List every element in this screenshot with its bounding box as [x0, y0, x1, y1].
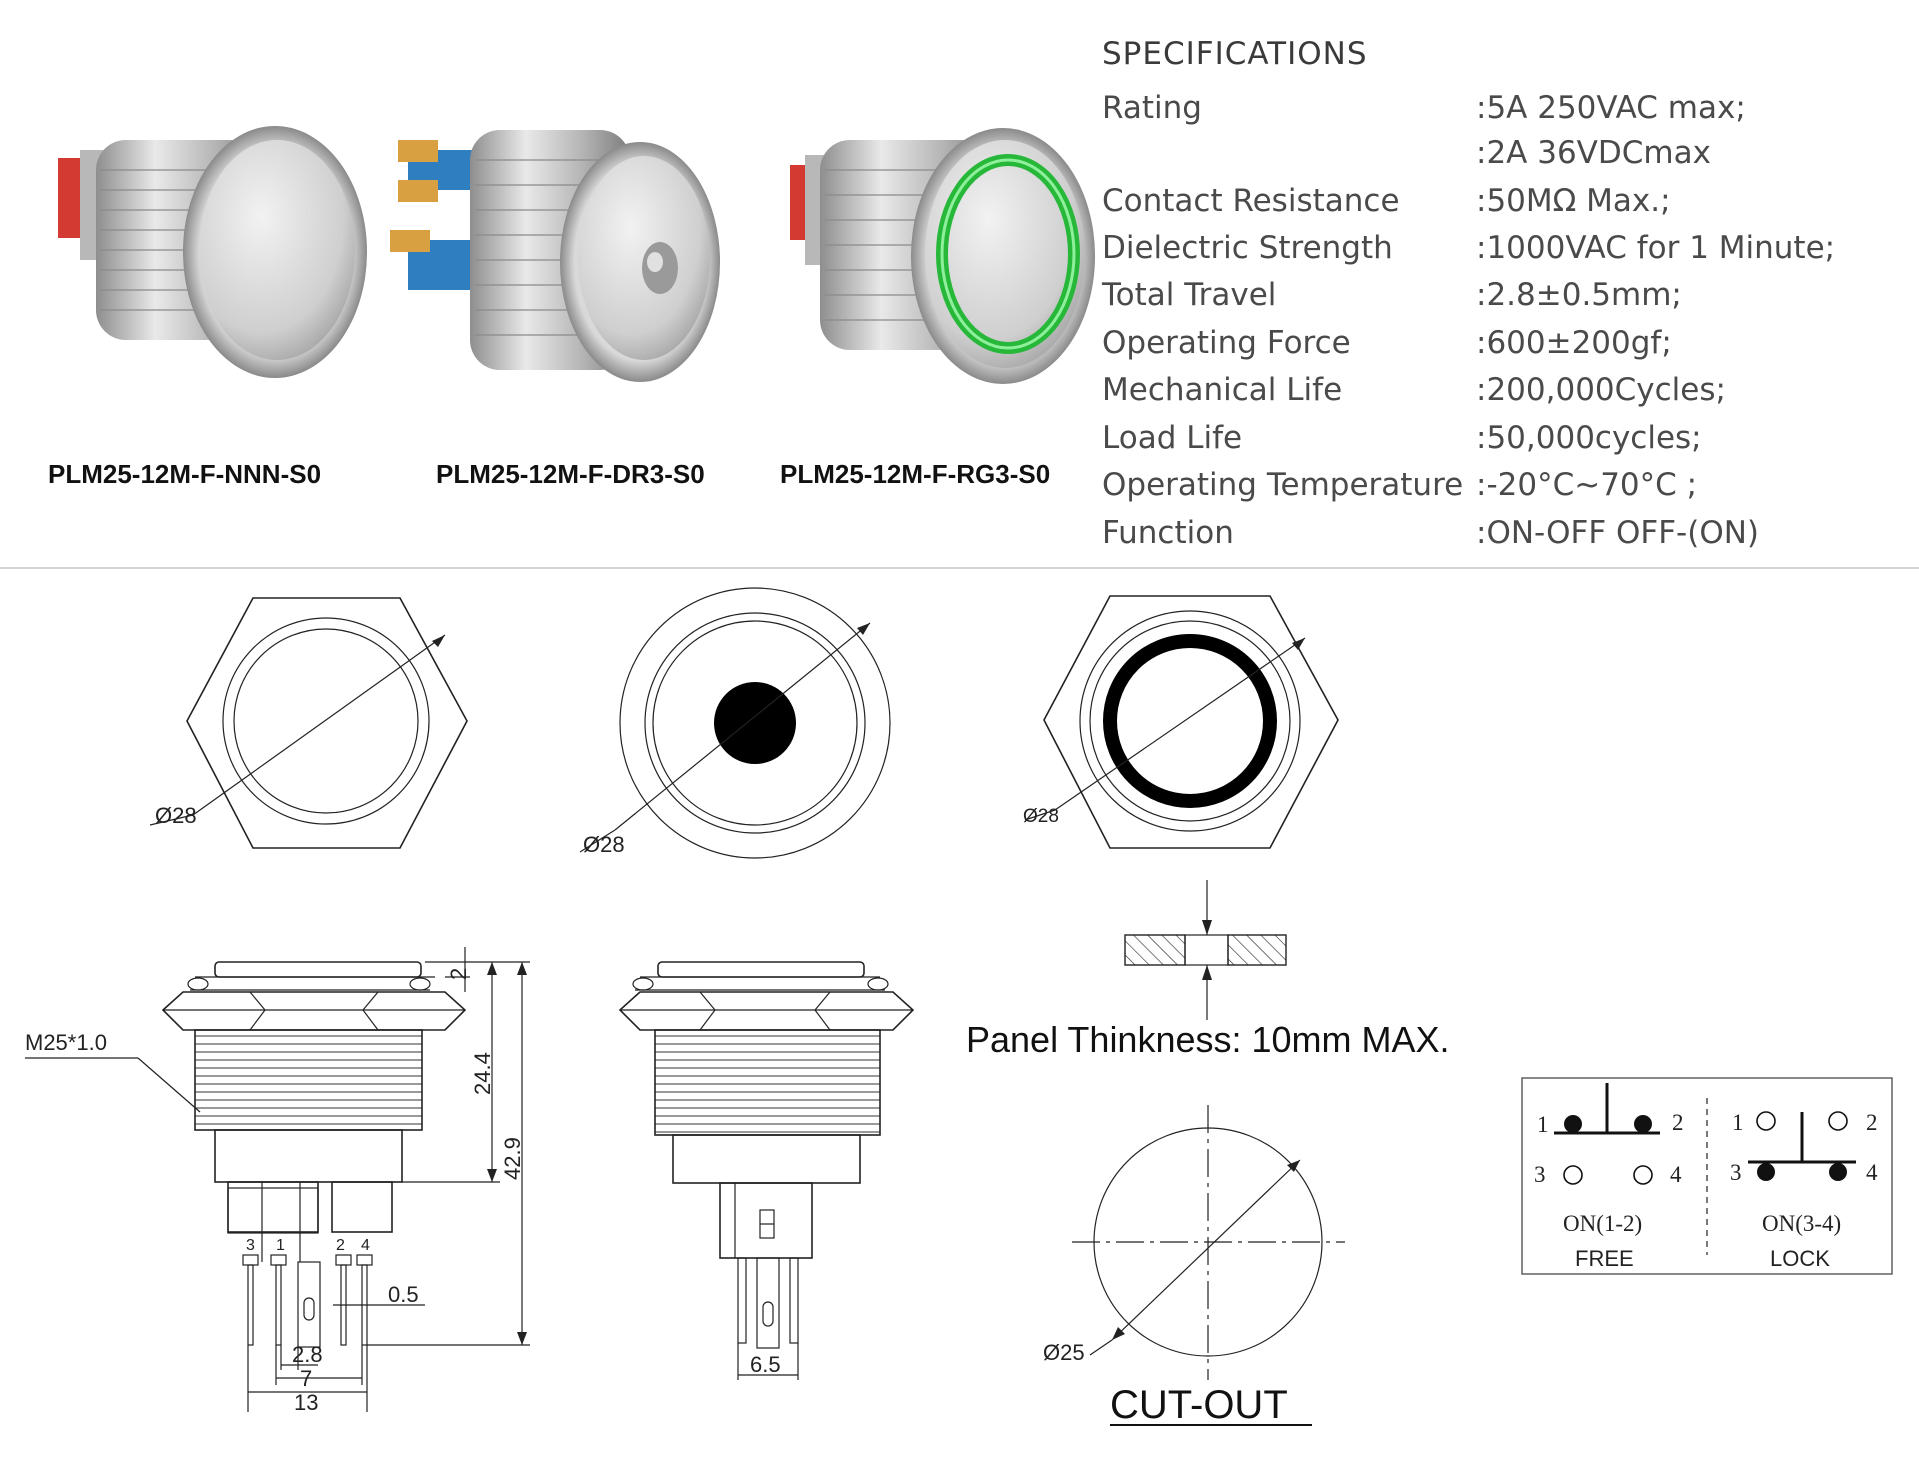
spec-value-function: :ON-OFF OFF-(ON): [1476, 515, 1759, 551]
free-pin-4: 4: [1670, 1162, 1682, 1187]
spec-label-mechanical-life: Mechanical Life: [1102, 372, 1342, 408]
dim-cutout-diameter: Ø25: [1043, 1340, 1085, 1365]
spec-label-operating-force: Operating Force: [1102, 325, 1351, 361]
side-view-dimensioned: 3 1 2 4 2 24.4 42.9 M25*1.0 0.5: [25, 947, 530, 1415]
spec-value-rating-ac: :5A 250VAC max;: [1476, 90, 1746, 126]
spec-label-load-life: Load Life: [1102, 420, 1242, 456]
pin-label-1: 1: [276, 1237, 285, 1254]
panel-thickness-detail: Panel Thinkness: 10mm MAX.: [966, 880, 1450, 1060]
spec-value-mechanical-life: :200,000Cycles;: [1476, 372, 1726, 408]
spec-label-function: Function: [1102, 515, 1234, 551]
dim-diameter-flat: Ø28: [155, 803, 197, 828]
dim-body-length: 24.4: [470, 1052, 495, 1095]
dim-terminal-span: 6.5: [750, 1352, 781, 1377]
circuit-diagram: 1 2 3 4 ON(1-2) FREE 1 2 3 4 ON(3-4) LO: [1521, 1077, 1893, 1275]
spec-value-load-life: :50,000cycles;: [1476, 420, 1702, 456]
circuit-lock-state: 1 2 3 4 ON(3-4) LOCK: [1730, 1110, 1878, 1271]
dim-head-height: 2: [446, 968, 471, 980]
side-view-plain: 6.5: [618, 961, 915, 1380]
spec-label-operating-temperature: Operating Temperature: [1102, 467, 1463, 503]
free-pin-1: 1: [1537, 1112, 1549, 1137]
led-ring-symbol: [1103, 634, 1277, 808]
dim-terminal-width: 2.8: [292, 1342, 323, 1367]
pin-label-3: 3: [246, 1237, 255, 1254]
dim-pin-thickness: 0.5: [388, 1282, 419, 1307]
model-label-dot: PLM25-12M-F-DR3-S0: [436, 459, 705, 489]
top-view-ring: Ø28: [1023, 595, 1339, 849]
dot-led-button-photo: [390, 130, 720, 382]
spec-label-rating: Rating: [1102, 90, 1202, 126]
specifications-table: SPECIFICATIONS Rating :5A 250VAC max; :2…: [1101, 36, 1835, 551]
spec-value-total-travel: :2.8±0.5mm;: [1476, 277, 1682, 313]
spec-value-contact-resistance: :50MΩ Max.;: [1476, 183, 1671, 219]
free-pin-3: 3: [1534, 1162, 1546, 1187]
model-label-flat: PLM25-12M-F-NNN-S0: [48, 459, 321, 489]
dim-terminal-overall: 13: [294, 1390, 318, 1415]
free-pin-2: 2: [1672, 1110, 1684, 1135]
spec-value-operating-temperature: :-20°C~70°C ;: [1476, 467, 1697, 503]
flat-head-button-photo: [58, 126, 367, 378]
lock-state-label: ON(3-4): [1762, 1211, 1841, 1236]
specifications-heading: SPECIFICATIONS: [1102, 36, 1368, 72]
panel-thickness-note: Panel Thinkness: 10mm MAX.: [966, 1019, 1450, 1060]
pin-label-4: 4: [361, 1237, 370, 1254]
dim-terminal-spacing: 7: [300, 1366, 312, 1391]
top-view-flat: Ø28: [149, 597, 468, 849]
cutout-drawing: Ø25 CUT-OUT: [1043, 1105, 1345, 1427]
spec-label-total-travel: Total Travel: [1101, 277, 1276, 313]
spec-label-contact-resistance: Contact Resistance: [1102, 183, 1400, 219]
free-state-label: ON(1-2): [1563, 1211, 1642, 1236]
thread-spec-label: M25*1.0: [25, 1030, 107, 1055]
dim-diameter-ring: Ø28: [1023, 806, 1059, 827]
spec-value-operating-force: :600±200gf;: [1476, 325, 1672, 361]
led-dot-symbol: [714, 682, 796, 764]
lock-pin-1: 1: [1732, 1110, 1744, 1135]
lock-pin-2: 2: [1866, 1110, 1878, 1135]
ring-led-button-photo: [790, 128, 1095, 384]
pin-label-2: 2: [336, 1237, 345, 1254]
model-label-ring: PLM25-12M-F-RG3-S0: [780, 459, 1050, 489]
spec-label-dielectric-strength: Dielectric Strength: [1102, 230, 1393, 266]
dim-diameter-dot: Ø28: [583, 832, 625, 857]
free-mode-label: FREE: [1575, 1246, 1634, 1271]
spec-value-dielectric-strength: :1000VAC for 1 Minute;: [1476, 230, 1835, 266]
dim-total-length: 42.9: [500, 1137, 525, 1180]
cutout-title: CUT-OUT: [1110, 1383, 1288, 1427]
spec-value-rating-dc: :2A 36VDCmax: [1476, 135, 1711, 171]
lock-pin-4: 4: [1866, 1160, 1878, 1185]
lock-pin-3: 3: [1730, 1160, 1742, 1185]
top-view-dot: Ø28: [579, 587, 891, 859]
lock-mode-label: LOCK: [1770, 1246, 1830, 1271]
circuit-free-state: 1 2 3 4 ON(1-2) FREE: [1534, 1083, 1684, 1271]
